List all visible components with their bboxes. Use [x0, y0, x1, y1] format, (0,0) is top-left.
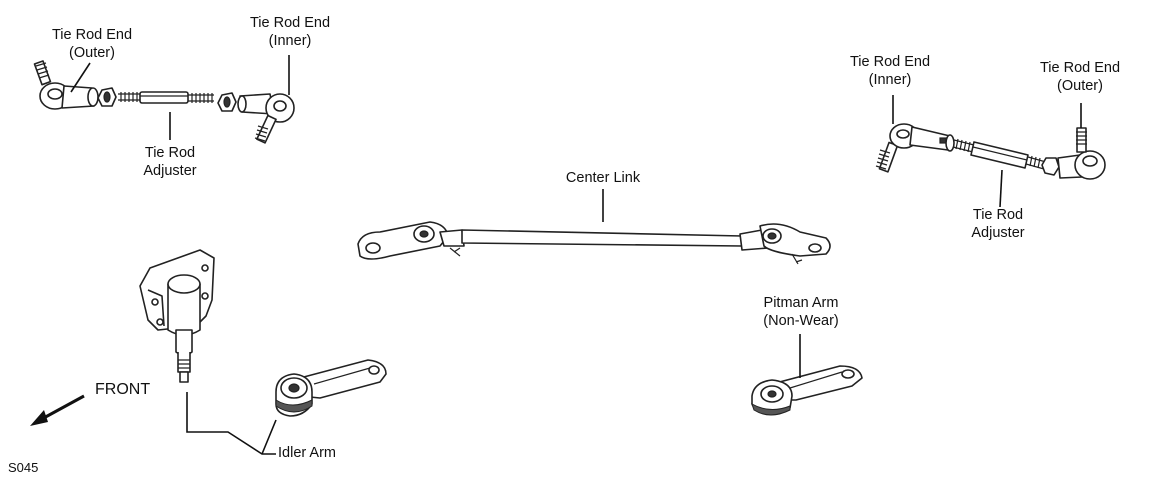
label-line-2: (Outer) [1057, 78, 1103, 94]
label-tie-rod-end-inner-left: Tie Rod End (Inner) [240, 14, 340, 50]
label-line-2: (Non-Wear) [763, 313, 839, 329]
idler-arm-bracket [139, 249, 215, 383]
center-link [357, 221, 831, 265]
label-line-2: Adjuster [143, 163, 197, 179]
left-jam-nut-1 [97, 87, 117, 107]
label-line-1: Tie Rod End [249, 15, 331, 31]
label-line-1: S045 [8, 460, 39, 475]
label-line-2: (Inner) [868, 72, 912, 88]
label-line-2: Adjuster [971, 225, 1025, 241]
label-line-2: (Outer) [69, 45, 115, 61]
leader-idler-arm [186, 392, 277, 455]
label-line-1: Idler Arm [278, 445, 337, 461]
label-line-1: Center Link [565, 170, 641, 186]
label-tie-rod-adjuster-left: Tie Rod Adjuster [120, 144, 220, 180]
label-line-1: FRONT [95, 381, 151, 398]
left-tie-rod-end-outer [33, 60, 99, 110]
label-line-1: Pitman Arm [763, 295, 839, 311]
label-tie-rod-end-outer-left: Tie Rod End (Outer) [42, 26, 142, 62]
leader-tie-rod-adjuster-right [999, 169, 1003, 208]
idler-arm [275, 359, 387, 417]
label-tie-rod-end-inner-right: Tie Rod End (Inner) [840, 53, 940, 89]
label-front: FRONT [95, 381, 150, 399]
left-tie-rod-adjuster [118, 91, 214, 104]
label-line-1: Tie Rod End [1039, 60, 1121, 76]
right-jam-nut [1041, 157, 1060, 176]
label-tie-rod-end-outer-right: Tie Rod End (Outer) [1030, 59, 1130, 95]
right-tie-rod-end-outer [1057, 127, 1106, 180]
right-tie-rod-adjuster [952, 138, 1047, 170]
label-pitman-arm: Pitman Arm (Non-Wear) [748, 294, 854, 330]
figure-code: S045 [8, 459, 38, 477]
pitman-arm [751, 365, 863, 416]
label-line-1: Tie Rod End [51, 27, 133, 43]
left-jam-nut-2 [217, 92, 237, 112]
label-line-1: Tie Rod [972, 207, 1024, 223]
label-idler-arm: Idler Arm [278, 444, 336, 462]
front-arrow-icon [30, 394, 85, 426]
right-tie-rod-end-inner [875, 123, 955, 173]
leader-tie-rod-end-outer-left [70, 62, 91, 93]
label-center-link: Center Link [543, 169, 663, 187]
left-tie-rod-end-inner [237, 93, 295, 144]
label-line-1: Tie Rod [144, 145, 196, 161]
label-line-1: Tie Rod End [849, 54, 931, 70]
label-line-2: (Inner) [268, 33, 312, 49]
label-tie-rod-adjuster-right: Tie Rod Adjuster [948, 206, 1048, 242]
